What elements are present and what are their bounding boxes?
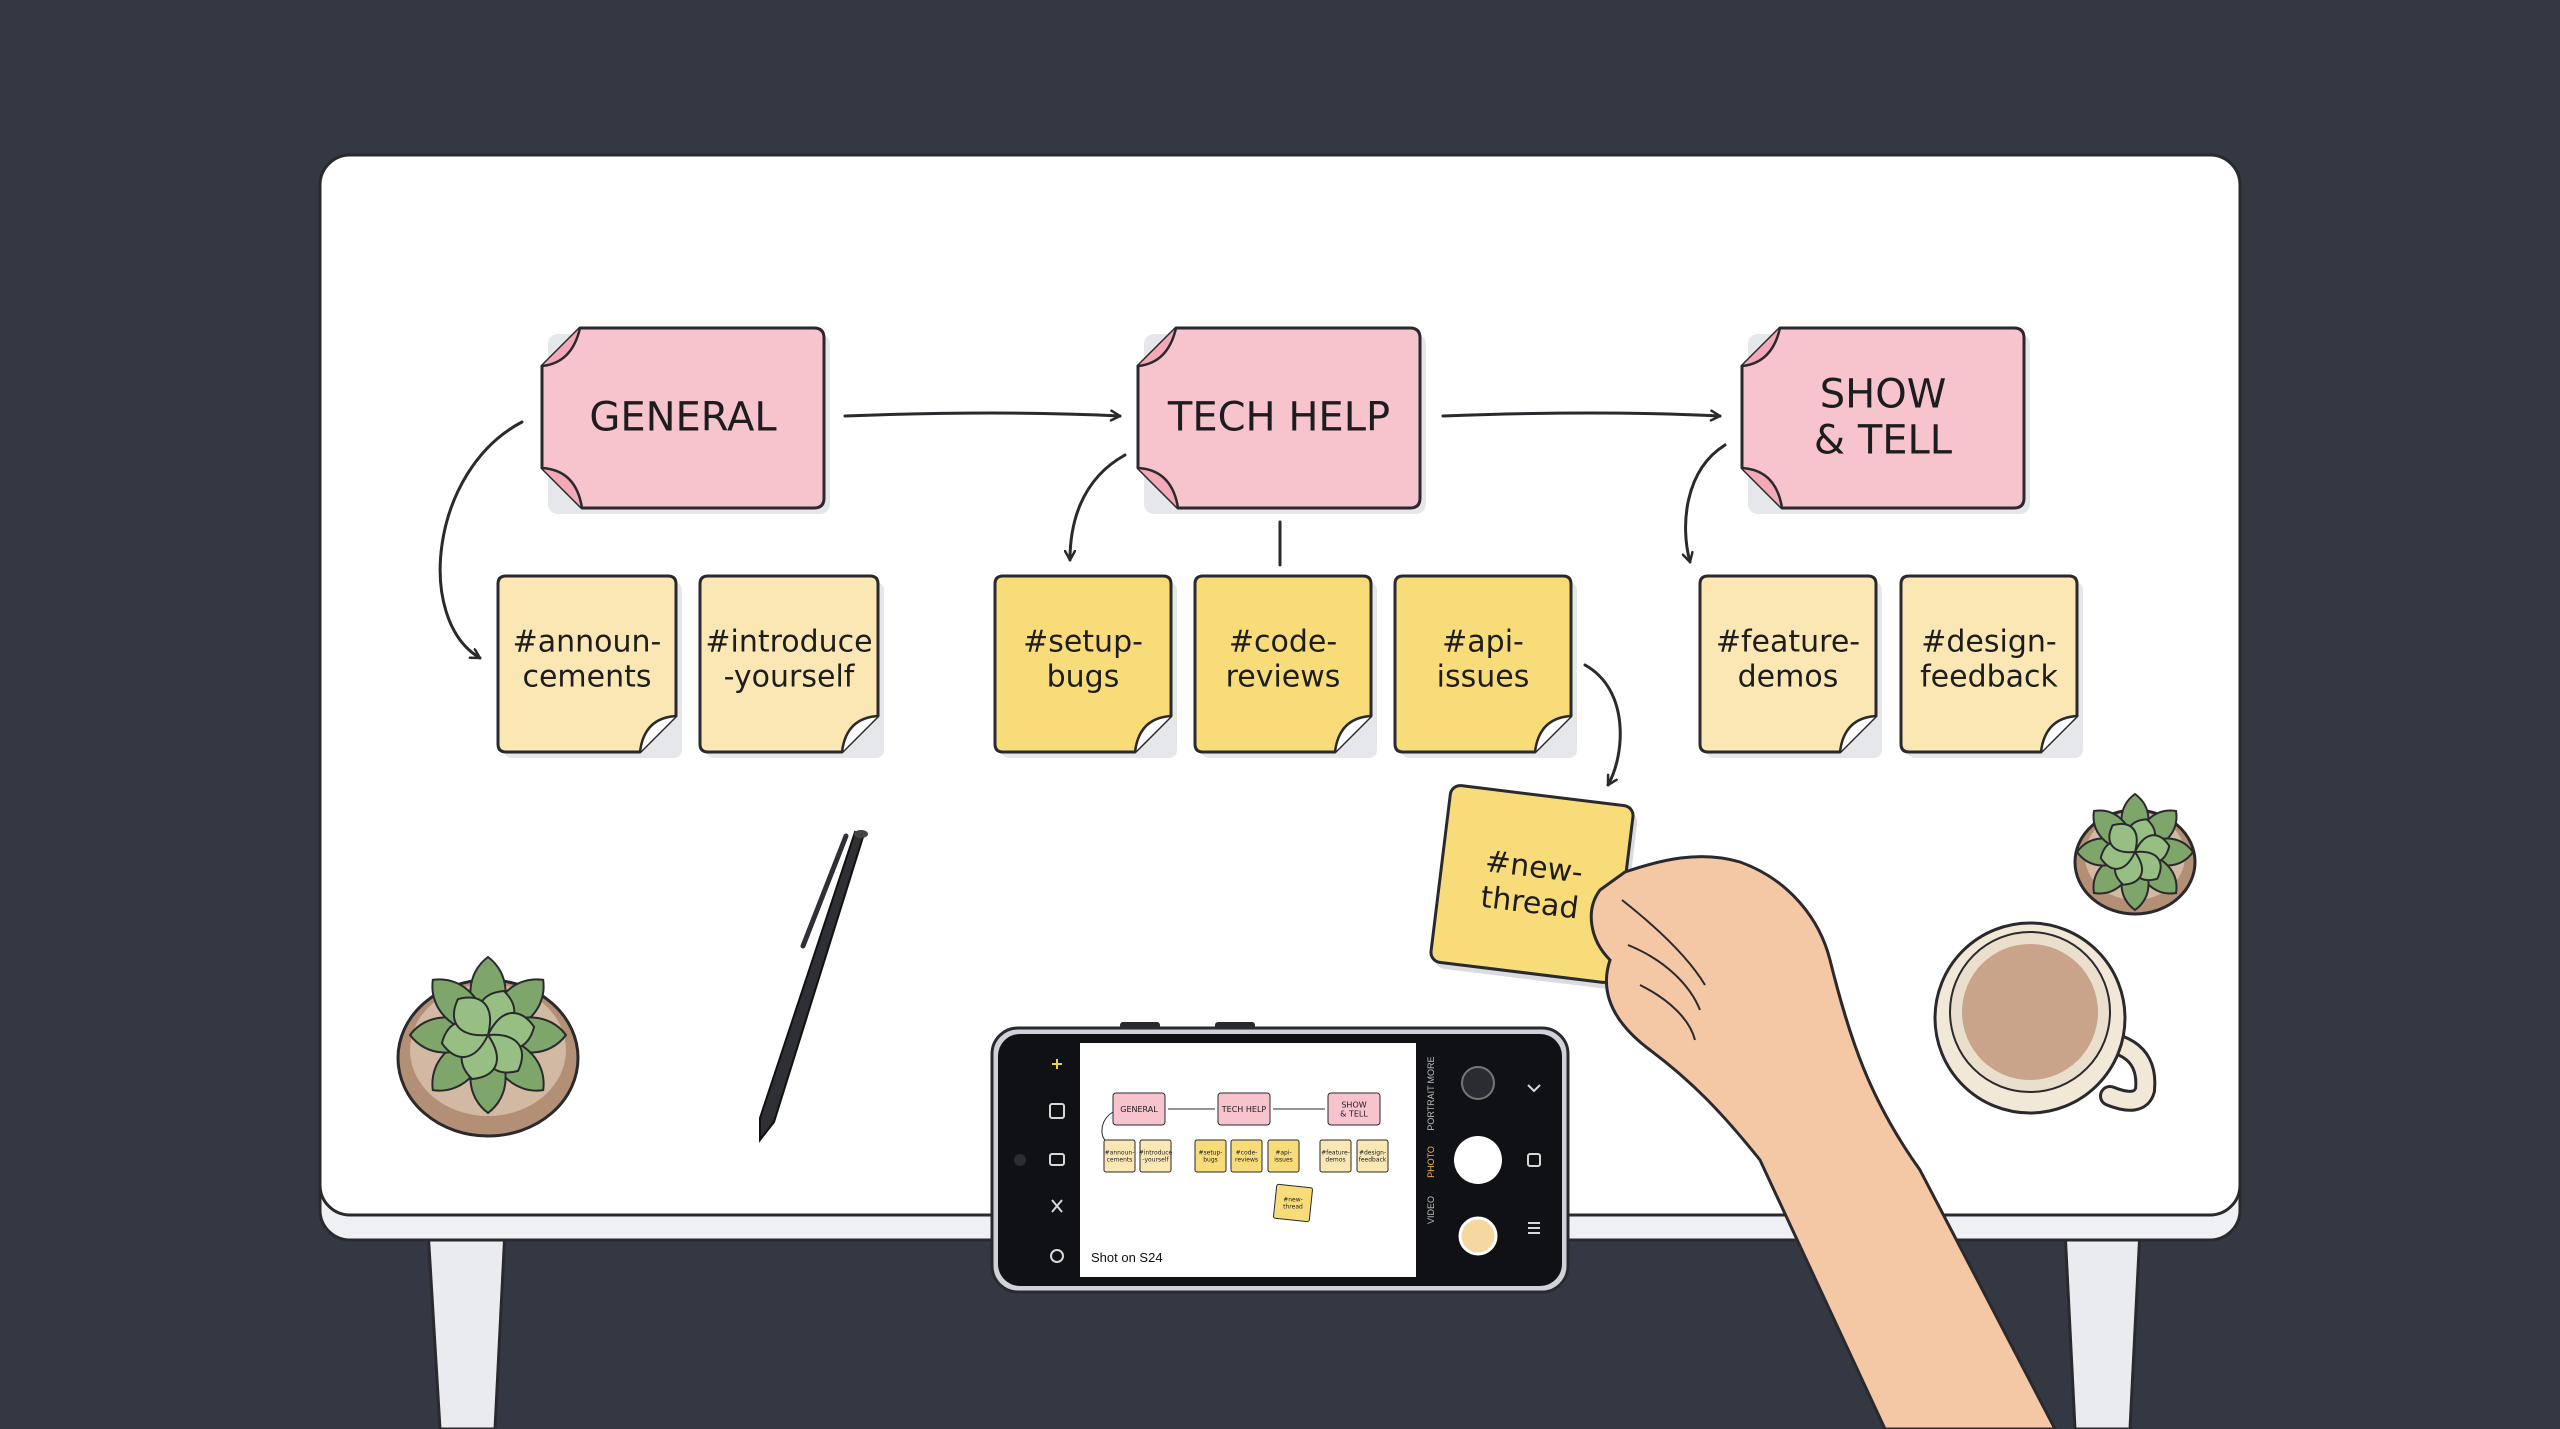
rotate-camera-button[interactable] [1461, 1066, 1495, 1100]
arrow-techhelp-to-showtell [1441, 413, 1722, 416]
note-label-line: bugs [1047, 659, 1120, 694]
smartphone: GENERAL TECH HELP SHOW& TELL #announ-cement… [990, 1022, 1570, 1294]
new-thread-note[interactable]: #new-thread [1429, 784, 1639, 990]
channel-note-design-feedback[interactable]: #design-feedback [1899, 574, 2083, 758]
camera-mode-video[interactable]: VIDEO [1426, 1196, 1436, 1224]
table-legs [426, 1228, 2142, 1429]
arrow-showtell-to-featuredemos [1686, 443, 1727, 564]
note-label-line: issues [1437, 659, 1530, 694]
shutter-button[interactable] [1454, 1136, 1502, 1184]
note-label-line: bugs [1203, 1157, 1218, 1164]
note-label-line: TECH HELP [1221, 1105, 1267, 1114]
mini-arrows [1101, 1108, 1325, 1141]
note-label-line: cements [522, 659, 651, 694]
note-label-line: SHOW [1341, 1100, 1366, 1109]
channel-note-introduce[interactable]: #introduce-yourself [698, 574, 884, 758]
mini-new-thread-note: #new-thread [1273, 1183, 1313, 1223]
phone-left-controls [1049, 1059, 1065, 1263]
channel-note-announcements[interactable]: #announ-cements [496, 574, 682, 758]
mini-channel-note: #setup-bugs [1194, 1139, 1227, 1173]
arrow-general-to-techhelp [843, 413, 1122, 416]
mini-category-note: SHOW& TELL [1327, 1092, 1381, 1126]
note-label-line: GENERAL [589, 394, 777, 440]
menu-icon [1528, 1222, 1540, 1234]
note-label-line: demos [1738, 659, 1839, 694]
plant-right [2073, 792, 2197, 916]
settings-icon [1050, 1249, 1064, 1263]
camera-mode-photo[interactable]: PHOTO [1426, 1146, 1436, 1178]
arrow-techhelp-to-setupbugs [1070, 453, 1127, 562]
note-label-line: #announ- [513, 624, 662, 659]
aspect-ratio-icon [1049, 1103, 1065, 1119]
note-label-line: -yourself [1142, 1157, 1169, 1164]
note-label-line: #design- [1359, 1150, 1386, 1157]
note-label-line: & TELL [1814, 417, 1953, 463]
mini-channel-note: #introduce-yourself [1139, 1139, 1173, 1173]
note-label-line: thread [1283, 1204, 1303, 1211]
pen [759, 830, 868, 1143]
note-label-line: issues [1274, 1157, 1293, 1164]
note-label-line: #api- [1442, 624, 1524, 659]
channel-note-code-reviews[interactable]: #code-reviews [1193, 574, 1377, 758]
arrow-apiissues-to-newthread [1583, 663, 1622, 787]
note-label-line: #introduce [1139, 1150, 1173, 1157]
channel-note-setup-bugs[interactable]: #setup-bugs [993, 574, 1177, 758]
note-label-line: & TELL [1340, 1109, 1368, 1118]
note-label-line: demos [1325, 1157, 1345, 1164]
category-note-general[interactable]: GENERAL [540, 326, 830, 514]
note-label-line: #setup- [1199, 1150, 1223, 1157]
note-label-line: TECH HELP [1167, 394, 1390, 440]
note-label-line: feedback [1920, 659, 2058, 694]
note-label-line: -yourself [724, 659, 856, 694]
note-label-line: reviews [1226, 659, 1341, 694]
square-icon [1527, 1153, 1541, 1167]
timer-icon [1051, 1199, 1063, 1213]
category-note-show-tell[interactable]: SHOW& TELL [1740, 326, 2030, 514]
mini-category-note: TECH HELP [1217, 1092, 1271, 1126]
note-label-line: #setup- [1023, 624, 1143, 659]
channel-note-feature-demos[interactable]: #feature-demos [1698, 574, 1882, 758]
mini-channel-note: #announ-cements [1103, 1139, 1136, 1173]
camera-switch-icon [1049, 1153, 1065, 1166]
note-label-line: feedback [1359, 1157, 1387, 1164]
note-label-line: GENERAL [1120, 1105, 1158, 1114]
camera-mode-more[interactable]: MORE [1426, 1057, 1436, 1084]
note-label-line: #feature- [1321, 1150, 1350, 1157]
note-label-line: #code- [1229, 624, 1337, 659]
category-note-tech-help[interactable]: TECH HELP [1136, 326, 1426, 514]
coffee-mug [1933, 921, 2157, 1115]
mini-channel-note: #code-reviews [1230, 1139, 1263, 1173]
note-label-line: #feature- [1716, 624, 1860, 659]
sticky-notes: GENERAL TECH HELP SHOW& TELL #announ-cement… [496, 326, 2083, 990]
note-label-line: #new- [1283, 1197, 1303, 1204]
mini-channel-note: #api-issues [1267, 1139, 1300, 1173]
chevron-down-icon [1527, 1084, 1541, 1093]
mini-category-note: GENERAL [1112, 1092, 1166, 1126]
note-label-line: #announ- [1105, 1150, 1135, 1157]
note-label-line: reviews [1235, 1157, 1258, 1164]
front-camera [1014, 1154, 1026, 1166]
camera-mode-portrait[interactable]: PORTRAIT [1426, 1085, 1436, 1131]
note-label-line: #api- [1275, 1150, 1291, 1157]
note-label-line: #code- [1236, 1150, 1258, 1157]
flash-icon [1052, 1059, 1062, 1069]
channel-note-api-issues[interactable]: #api-issues [1393, 574, 1577, 758]
note-label-line: #design- [1921, 624, 2056, 659]
note-label-line: SHOW [1820, 371, 1947, 417]
note-label-line: cements [1107, 1157, 1133, 1164]
gallery-thumbnail[interactable] [1458, 1216, 1498, 1256]
phone-watermark: Shot on S24 [1091, 1250, 1163, 1265]
flow-arrows [438, 413, 1727, 787]
hand [1589, 855, 2057, 1429]
plant-left [396, 955, 580, 1138]
arrow-general-to-announcements [438, 420, 524, 660]
note-label-line: #introduce [705, 624, 872, 659]
mini-channel-note: #design-feedback [1356, 1139, 1389, 1173]
mini-channel-note: #feature-demos [1319, 1139, 1352, 1173]
